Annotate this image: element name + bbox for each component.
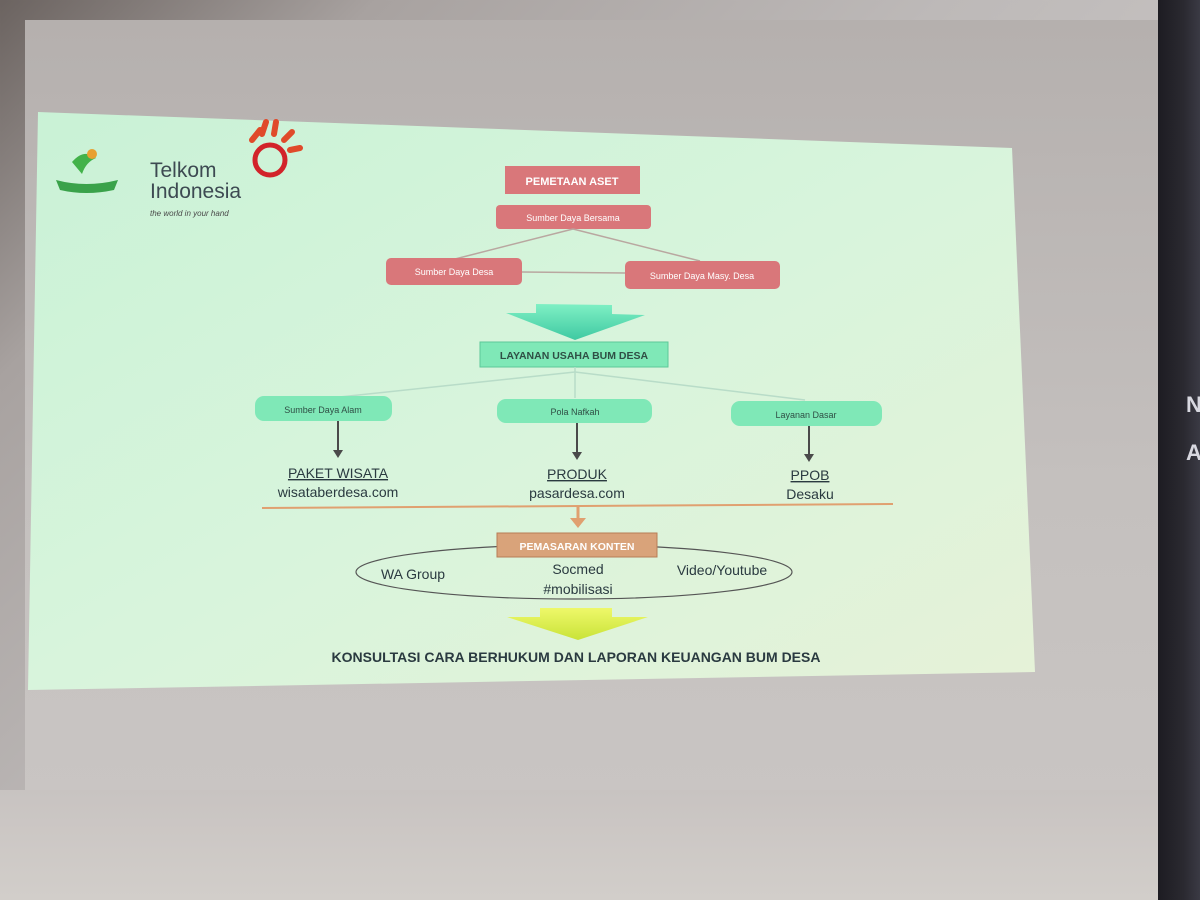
channel-label: wisataberdesa.com <box>277 484 399 500</box>
marketing-header-box <box>496 532 658 558</box>
village-resources-label: Sumber Daya Desa <box>415 267 494 277</box>
product-label: PRODUK <box>547 466 608 482</box>
community-resources-box <box>625 261 780 289</box>
logo-company-line1: Telkom <box>150 159 217 182</box>
divider-line <box>261 503 894 509</box>
logo-company-line2: Indonesia <box>150 180 241 203</box>
category-box <box>731 401 882 426</box>
connector-line <box>521 271 626 274</box>
channel-label: Desaku <box>786 486 833 502</box>
village-resources-box <box>386 258 522 285</box>
shared-resources-label: Sumber Daya Bersama <box>526 213 620 223</box>
shared-resources-box <box>496 205 651 229</box>
product-label: PPOB <box>791 467 830 483</box>
marketing-center-label: Socmed <box>552 561 603 577</box>
arrowhead <box>333 450 343 458</box>
category-label: Sumber Daya Alam <box>284 405 362 415</box>
category-label: Pola Nafkah <box>550 407 599 417</box>
product-label: PAKET WISATA <box>288 465 389 481</box>
connector-line <box>572 228 701 262</box>
category-label: Layanan Dasar <box>775 410 836 420</box>
pemetaan-aset-box <box>505 166 640 194</box>
telkom-logo-icon <box>249 119 303 178</box>
lower-wall <box>0 790 1160 900</box>
connector-line <box>574 371 806 401</box>
service-header-box <box>479 341 669 368</box>
arrowhead <box>804 454 814 462</box>
down-arrow <box>506 304 645 340</box>
bumdes-logo <box>56 149 118 193</box>
service-header-label: LAYANAN USAHA BUM DESA <box>500 350 649 362</box>
channel-label: pasardesa.com <box>529 485 625 501</box>
edge-glyph: N <box>1186 392 1200 417</box>
marketing-tag-label: #mobilisasi <box>543 581 612 597</box>
marketing-right-label: Video/Youtube <box>677 562 768 578</box>
marketing-left-label: WA Group <box>381 566 445 582</box>
edge-glyph: A <box>1186 440 1200 465</box>
arrowhead <box>572 452 582 460</box>
connector-line <box>454 228 574 260</box>
connector-line <box>329 371 576 399</box>
yellow-down-arrow <box>507 608 648 640</box>
category-box <box>497 399 652 423</box>
footer-text: KONSULTASI CARA BERHUKUM DAN LAPORAN KEU… <box>332 649 821 665</box>
community-resources-label: Sumber Daya Masy. Desa <box>650 271 754 281</box>
pemetaan-aset-label: PEMETAAN ASET <box>526 176 619 188</box>
marketing-header-label: PEMASARAN KONTEN <box>520 541 635 553</box>
logo-tagline: the world in your hand <box>150 209 229 218</box>
orange-arrowhead <box>570 518 586 528</box>
category-box <box>255 396 392 421</box>
dark-edge: N A <box>1158 0 1200 900</box>
